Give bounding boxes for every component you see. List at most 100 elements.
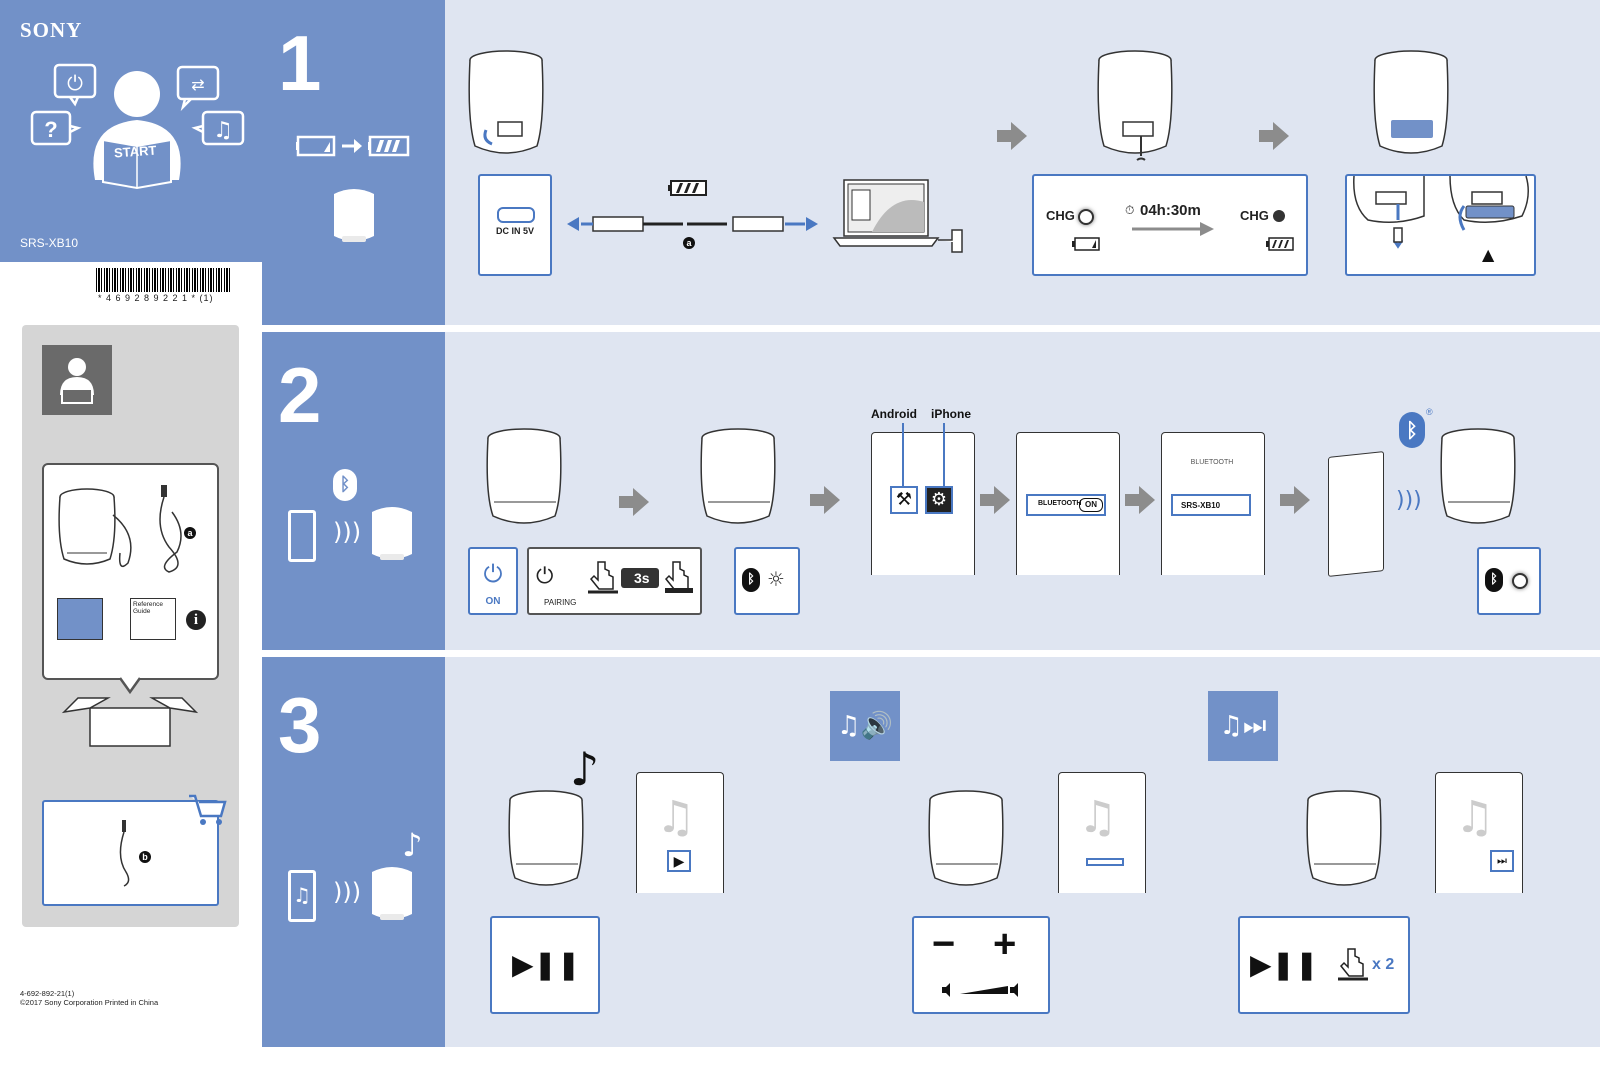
speaker-front xyxy=(928,790,1004,886)
phone-music-icon: ♫ xyxy=(288,870,316,922)
press-finger-icon xyxy=(664,561,693,593)
step2-number: 2 xyxy=(278,351,322,439)
settings-icon[interactable]: ⚒ xyxy=(890,486,918,514)
barcode-number: * 4 6 9 2 8 9 2 2 1 * (1) xyxy=(98,293,214,303)
signal-waves-icon: ))) xyxy=(1396,488,1422,513)
phone-player-screen xyxy=(636,772,724,893)
press-finger-icon xyxy=(1338,948,1368,981)
battery-full-icon xyxy=(668,180,707,196)
play-button[interactable]: ▶ xyxy=(667,850,691,872)
hold-time: 3s xyxy=(634,570,650,586)
screen-title: BLUETOOTH xyxy=(1190,459,1234,466)
speaker-front xyxy=(1440,428,1516,524)
audio-cable xyxy=(119,820,130,887)
speaker-front xyxy=(486,428,562,524)
open-box xyxy=(61,697,199,747)
pairing-label: PAIRING xyxy=(544,598,577,607)
blink-light-icon: ☼ xyxy=(767,567,785,591)
clock-icon: ⏱ xyxy=(1125,203,1135,217)
chg-label-charging: CHG xyxy=(1046,208,1075,223)
pointer-line xyxy=(943,423,945,487)
device-list-item[interactable] xyxy=(1171,494,1251,516)
step1-main-panel xyxy=(445,0,1600,325)
flow-arrow xyxy=(619,488,649,516)
play-pause-callout xyxy=(490,916,600,1014)
signal-waves-icon: ))) xyxy=(333,878,362,906)
reference-guide-label: Reference Guide xyxy=(133,601,163,615)
device-name: SRS-XB10 xyxy=(1181,501,1221,510)
phone-skip-screen xyxy=(1435,772,1523,893)
model-name: SRS-XB10 xyxy=(20,236,79,250)
on-label: ON xyxy=(485,596,501,607)
step1-side-panel xyxy=(262,0,445,325)
bluetooth-icon: ᛒ xyxy=(742,568,760,592)
registered-mark: ® xyxy=(1426,407,1433,417)
phone-icon xyxy=(288,510,316,562)
on-toggle[interactable]: ON xyxy=(1079,498,1103,512)
phone-volume-screen xyxy=(1058,772,1146,893)
item-b-marker: b xyxy=(139,851,151,863)
power-callout xyxy=(468,547,518,615)
skip-track-badge: ♫⏭ xyxy=(1208,691,1278,761)
speaker-with-strap xyxy=(58,488,132,568)
svg-text:⏻: ⏻ xyxy=(67,71,83,95)
android-label: Android xyxy=(871,407,917,421)
laptop-icon xyxy=(832,179,963,253)
battery-full-icon xyxy=(1266,237,1294,251)
chg-led-on xyxy=(1078,209,1094,225)
skip-callout xyxy=(1238,916,1410,1014)
port-label: DC IN 5V xyxy=(495,226,534,236)
volume-badge: ♫🔊 xyxy=(830,691,900,761)
speaker-front xyxy=(508,790,584,886)
led-lit-icon xyxy=(1512,573,1528,589)
charging-cable xyxy=(567,216,818,232)
eject-symbol: ▲ xyxy=(1482,245,1495,264)
music-note-icon: ♪ xyxy=(570,742,600,796)
reference-guide-booklet xyxy=(130,598,176,640)
item-a-marker: a xyxy=(184,527,196,539)
connected-phone xyxy=(1328,451,1384,577)
step3-number: 3 xyxy=(278,681,322,769)
info-icon: i xyxy=(186,610,206,630)
hold-time-badge xyxy=(621,568,659,588)
iphone-label: iPhone xyxy=(931,407,972,421)
volume-ramp-icon xyxy=(942,983,1018,997)
next-track-button[interactable]: ⏭ xyxy=(1490,850,1514,872)
speaker-cover-closed xyxy=(1373,50,1449,154)
volume-plus: + xyxy=(993,922,1017,966)
volume-callout xyxy=(912,916,1050,1014)
flow-arrow xyxy=(980,486,1010,514)
unplug-illustration xyxy=(1353,175,1529,249)
bluetooth-icon: ᛒ xyxy=(333,469,357,501)
start-illustration: ⏻ ? ⇄ ♫ xyxy=(30,63,245,190)
shopping-cart-icon xyxy=(189,794,227,825)
svg-text:⇄: ⇄ xyxy=(191,75,204,94)
step3-side-panel xyxy=(262,657,445,1047)
phone-settings-screen xyxy=(871,432,975,575)
flow-arrow xyxy=(810,486,840,514)
double-press-label: x 2 xyxy=(1372,956,1395,973)
footer-copyright: ©2017 Sony Corporation Printed in China xyxy=(20,998,159,1007)
music-note-icon: ♫ xyxy=(1078,792,1118,843)
footer-code: 4-692-892-21(1) xyxy=(20,989,75,998)
play-pause-icon: ▶❚❚ xyxy=(1250,948,1319,981)
battery-charge-icon xyxy=(296,135,410,157)
settings-icon[interactable]: ⚙ xyxy=(925,486,953,514)
brand-logo: SONY xyxy=(20,18,83,42)
flow-arrow xyxy=(1259,122,1289,150)
charge-time: 04h:30m xyxy=(1140,202,1201,219)
music-note-icon: ♫ xyxy=(656,792,696,843)
side-speaker-icon xyxy=(372,507,412,560)
press-finger-icon xyxy=(588,561,618,594)
bubble-tail xyxy=(118,677,142,695)
optional-item-box xyxy=(42,800,219,906)
barcode xyxy=(96,268,232,292)
speaker-port-open xyxy=(468,50,544,154)
volume-slider[interactable] xyxy=(1086,858,1124,866)
usb-cable xyxy=(159,485,182,573)
music-note-icon: ♪ xyxy=(402,826,423,864)
bluetooth-toggle-row[interactable] xyxy=(1026,494,1106,516)
bluetooth-icon: ᛒ xyxy=(1485,568,1503,592)
play-pause-icon: ▶❚❚ xyxy=(512,948,581,981)
flow-arrow xyxy=(997,122,1027,150)
